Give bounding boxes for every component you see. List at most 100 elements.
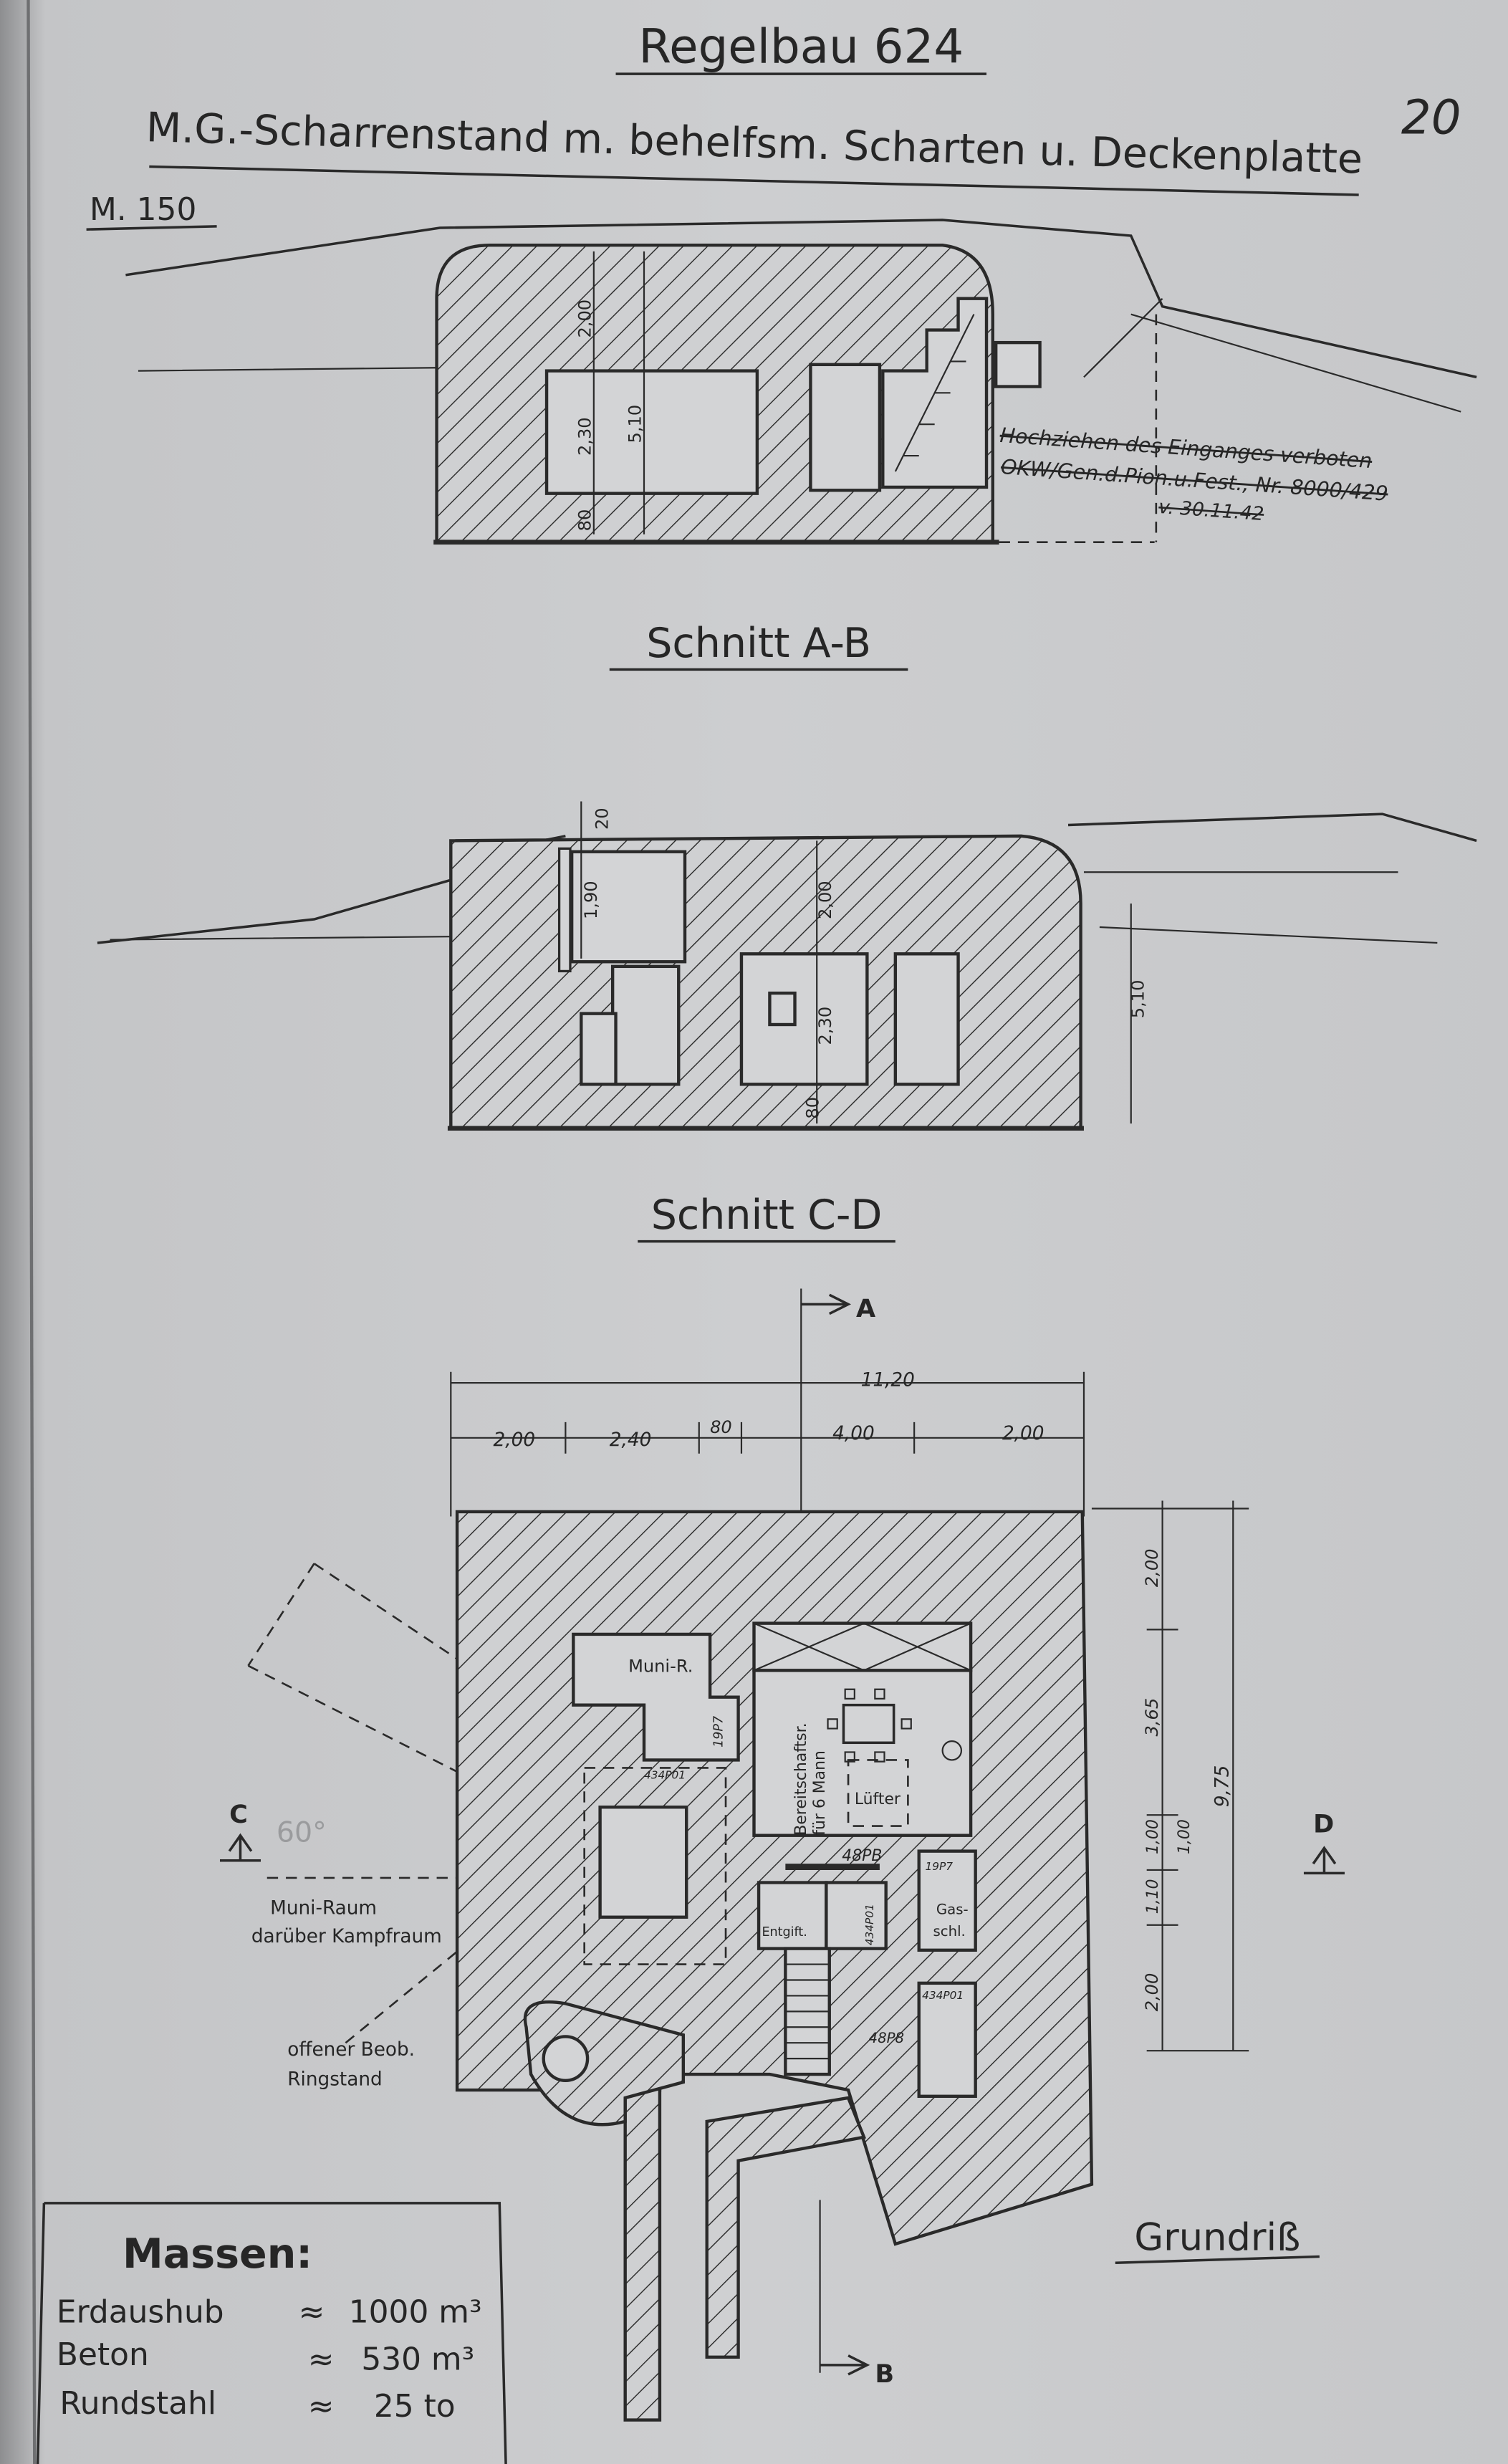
svg-text:A: A — [856, 1294, 875, 1323]
svg-text:1000 m³: 1000 m³ — [349, 2294, 482, 2331]
subtitle-underline — [149, 165, 1359, 196]
svg-text:≈: ≈ — [299, 2294, 325, 2331]
dim-left-room: 1,90 — [581, 881, 601, 919]
room-exit — [917, 1981, 977, 2098]
dim-total-width: 11,20 — [861, 1369, 915, 1391]
corridor-wall — [623, 2076, 662, 2422]
room-right — [893, 952, 960, 1086]
upper-room — [570, 850, 687, 964]
dim-roof: 2,00 — [575, 299, 595, 338]
stools — [827, 1688, 912, 1763]
quantities-title: Massen: — [123, 2230, 312, 2278]
store-cross — [754, 1622, 971, 1672]
room-entgift-2 — [825, 1881, 888, 1950]
callout-muni-raum-1: Muni-Raum — [270, 1897, 377, 1919]
svg-text:D: D — [1313, 1809, 1334, 1839]
dim-right-1: 2,00 — [1142, 1548, 1162, 1587]
opening — [768, 991, 797, 1027]
quantities-frame — [36, 2202, 507, 2464]
scale-label: M. 150 — [90, 191, 196, 228]
label-gas-2: schl. — [933, 1923, 965, 1940]
marker-c: C — [219, 1800, 261, 1862]
top-dim-lines — [450, 1371, 1085, 1517]
svg-text:≈: ≈ — [308, 2341, 335, 2377]
stair-treads — [785, 1963, 830, 2060]
room-muni-raum — [598, 1806, 688, 1919]
label-muni-r: Muni-R. — [628, 1657, 693, 1677]
ground-line — [125, 219, 1477, 379]
section-ab-label: Schnitt A-B — [646, 620, 871, 667]
dim-right-total: 9,75 — [1212, 1765, 1234, 1808]
dim-top-4: 4,00 — [832, 1423, 875, 1444]
svg-text:530 m³: 530 m³ — [361, 2341, 474, 2377]
label-door-48pb: 48PB — [842, 1847, 882, 1865]
svg-text:Rundstahl: Rundstahl — [59, 2385, 216, 2422]
section-a-b: 2,00 2,30 5,10 80 Hochziehen des Eingang… — [125, 219, 1477, 671]
dim-right-3: 1,00 — [1144, 1819, 1162, 1854]
label-door-434p01-c: 434P01 — [922, 1989, 964, 2002]
callout-beob-2: Ringstand — [287, 2068, 382, 2090]
dim-room: 2,30 — [575, 417, 595, 456]
room-store — [752, 1621, 973, 1672]
callout-angle: 60° — [277, 1816, 327, 1849]
corridor-wall — [705, 2096, 867, 2359]
dim-floor: 80 — [802, 1097, 822, 1119]
dim-top-2: 2,40 — [610, 1429, 652, 1451]
luefter-outline — [847, 1759, 909, 1827]
callout-beob-1: offener Beob. — [287, 2039, 415, 2061]
marker-a: A — [800, 1288, 875, 1533]
room-gasschleuse — [917, 1849, 977, 1952]
fighting-room — [544, 369, 759, 495]
ring-stand — [523, 2000, 686, 2127]
quantities-box: Massen: Erdaushub ≈ 1000 m³ Beton ≈ 530 … — [36, 2202, 507, 2464]
label-luefter: Lüfter — [855, 1791, 901, 1808]
stove-symbol — [941, 1740, 963, 1761]
svg-text:C: C — [229, 1800, 248, 1829]
label-door-19p7-b: 19P7 — [926, 1860, 954, 1873]
label-bereitschaft-2: für 6 Mann — [811, 1750, 829, 1836]
label-bereitschaft-1: Bereitschaftsr. — [792, 1722, 810, 1835]
room-entgift — [757, 1881, 828, 1950]
room-muni — [572, 1632, 740, 1762]
dim-right-4: 1,10 — [1144, 1879, 1162, 1914]
right-dim-lines — [1091, 1500, 1249, 2052]
dim-floor: 80 — [575, 509, 595, 532]
marker-d: D — [1303, 1809, 1345, 1875]
label-door-434p01-b: 434P01 — [863, 1904, 876, 1945]
label-gas-1: Gas- — [936, 1901, 969, 1917]
quantity-row: Beton ≈ 530 m³ — [57, 2336, 474, 2378]
terrain-lines — [110, 871, 1438, 944]
dim-room: 2,30 — [815, 1007, 835, 1045]
label-door-434p01-a: 434P01 — [644, 1769, 686, 1782]
plan-label: Grundriß — [1134, 2216, 1300, 2260]
section-cd-label: Schnitt C-D — [651, 1192, 883, 1239]
drawing-title: Regelbau 624 — [638, 19, 964, 75]
marker-b: B — [819, 2200, 894, 2389]
firing-sector — [247, 1563, 575, 2044]
dim-top: 20 — [592, 807, 613, 830]
dim-right-2: 3,65 — [1142, 1698, 1162, 1737]
page-edge — [27, 0, 37, 2464]
room-left — [610, 964, 681, 1086]
dim-right-5: 1,00 — [1176, 1819, 1194, 1854]
ring-stand-pit — [542, 2035, 590, 2083]
label-door-19p7-a: 19P7 — [712, 1716, 726, 1748]
room-center — [739, 952, 869, 1086]
dim-roof: 2,00 — [815, 881, 835, 919]
stair-steps — [894, 314, 975, 472]
scale-underline — [86, 225, 217, 231]
plan-label-underline — [1115, 2255, 1320, 2265]
side-room — [809, 363, 882, 492]
quantity-row: Rundstahl ≈ 25 to — [59, 2385, 455, 2425]
wall-plate — [557, 847, 572, 973]
callout-muni-raum-2: darüber Kampfraum — [251, 1926, 442, 1947]
floor-plan: A B C D 11,20 2,00 2,40 80 4,00 2,00 2,0… — [219, 1288, 1345, 2422]
dim-total: 5,10 — [1128, 980, 1148, 1019]
dim-top-3: 80 — [710, 1417, 732, 1437]
svg-text:Beton: Beton — [57, 2336, 149, 2373]
label-entgift: Entgift. — [762, 1925, 807, 1940]
page-number: 20 — [1401, 90, 1461, 145]
entrance-box — [994, 340, 1042, 388]
svg-text:≈: ≈ — [308, 2388, 335, 2425]
